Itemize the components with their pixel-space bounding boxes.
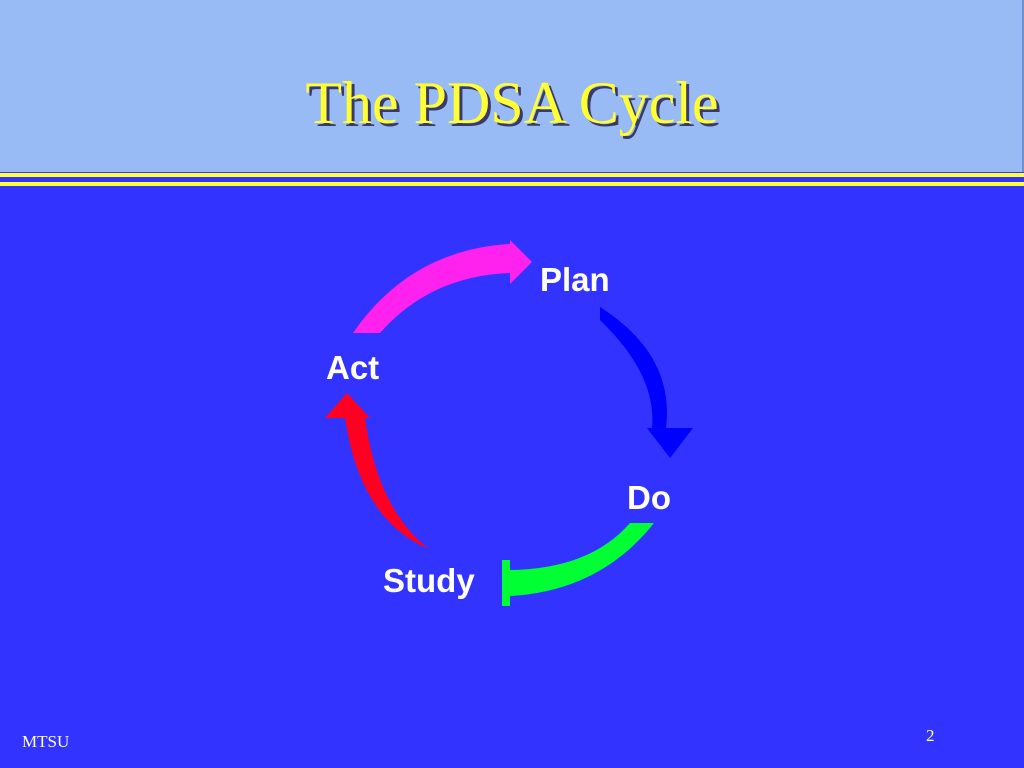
do-to-study-arrow	[502, 523, 654, 606]
slide-header: The PDSA Cycle	[0, 0, 1024, 172]
slide-title: The PDSA Cycle	[305, 70, 719, 136]
footer-organization: MTSU	[22, 732, 70, 751]
step-label-do: Do	[627, 479, 671, 516]
act-to-plan-arrow	[353, 240, 532, 333]
step-label-study: Study	[383, 562, 475, 599]
header-rule-top	[0, 173, 1024, 177]
header-rule-bottom	[0, 182, 1024, 186]
step-label-plan: Plan	[540, 261, 610, 298]
plan-to-do-arrow	[600, 307, 693, 458]
study-to-act-arrow	[325, 393, 429, 549]
page-number: 2	[926, 726, 935, 745]
step-label-act: Act	[326, 349, 380, 386]
